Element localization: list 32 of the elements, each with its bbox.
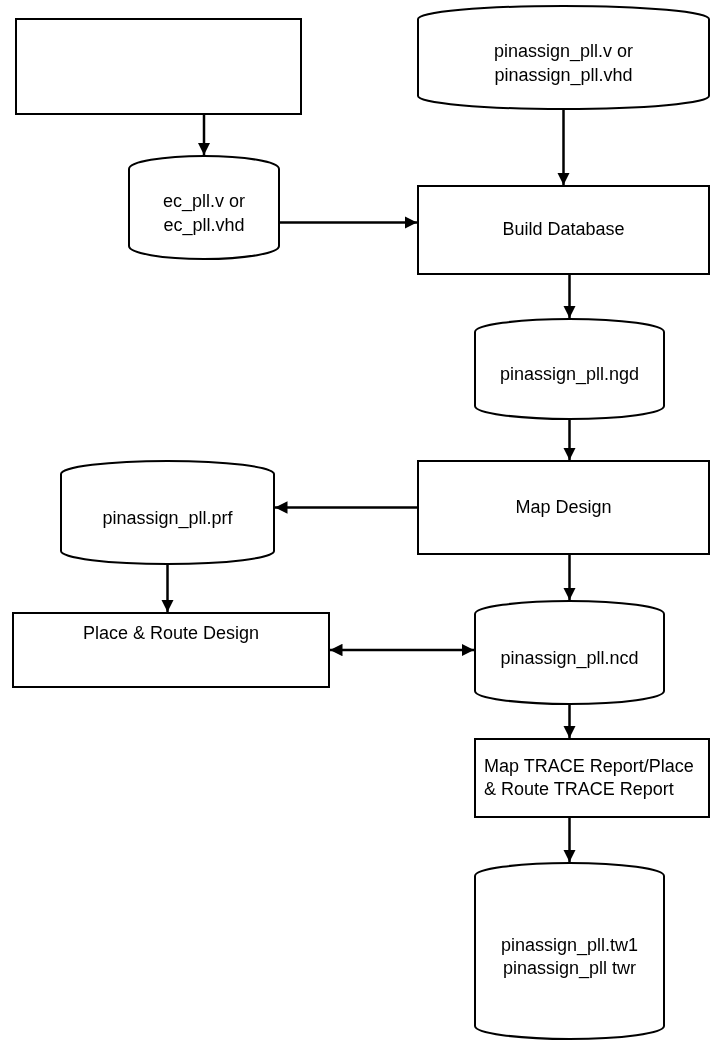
process-box [12, 612, 330, 688]
process-box [474, 738, 710, 818]
process-box [417, 460, 710, 555]
file-cylinder [60, 460, 275, 565]
node-label: Build Database [501, 218, 626, 242]
file-cylinder [128, 155, 280, 260]
arrow [563, 275, 576, 318]
node-label: pinassign_pll.v or pinassign_pll.vhd [492, 40, 635, 87]
arrow [161, 565, 174, 612]
node-label: pinassign_pll.ncd [499, 646, 640, 671]
arrow [275, 501, 417, 514]
arrow [197, 115, 211, 155]
arrow [563, 705, 576, 738]
arrow [563, 420, 576, 460]
node-label: pinassign_pll.tw1 pinassign_pll twr [499, 933, 640, 981]
node-label: Map Design [514, 495, 613, 519]
arrow [280, 216, 417, 229]
arrow [563, 555, 576, 600]
file-cylinder [474, 862, 665, 1040]
file-cylinder [474, 318, 665, 420]
arrow [563, 818, 576, 862]
node-label: pinassign_pll.prf [101, 506, 234, 531]
process-box [15, 18, 302, 115]
node-label: pinassign_pll.ngd [498, 363, 641, 387]
arrow [557, 110, 570, 185]
file-cylinder [474, 600, 665, 705]
process-box [417, 185, 710, 275]
file-cylinder [417, 5, 710, 110]
arrow [330, 643, 474, 657]
node-label: ec_pll.v or ec_pll.vhd [161, 190, 246, 237]
node-label: Map TRACE Report/Place & Route TRACE Report [483, 754, 695, 801]
node-label: Place & Route Design [81, 622, 261, 645]
